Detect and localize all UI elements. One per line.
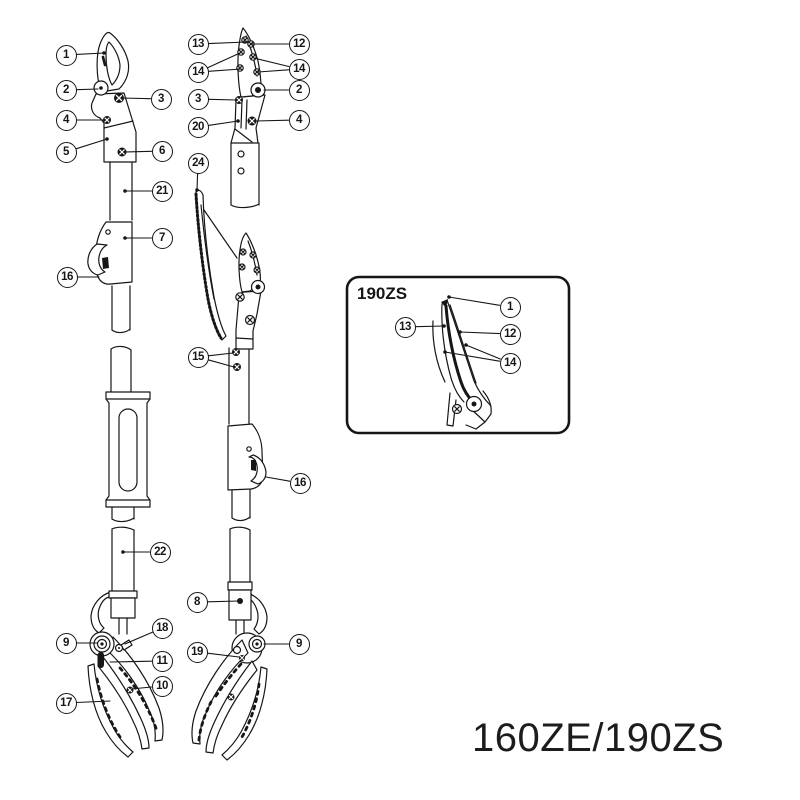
lopper-blade bbox=[96, 31, 130, 93]
saw-teeth bbox=[194, 192, 223, 340]
lock-grip bbox=[95, 221, 133, 285]
saw-head-blade bbox=[237, 27, 262, 98]
tool-left-drawing bbox=[87, 31, 164, 758]
head-bracket bbox=[90, 92, 137, 163]
saw-blade bbox=[195, 189, 227, 341]
leader-lines bbox=[75, 41, 501, 704]
pole-segment bbox=[110, 345, 132, 394]
slot-11 bbox=[97, 652, 104, 668]
pruner-blade-right bbox=[205, 660, 258, 754]
pin-8 bbox=[237, 598, 243, 604]
pole-segment bbox=[111, 506, 135, 523]
model-title: 160ZE/190ZS bbox=[472, 716, 725, 760]
handle-upper bbox=[106, 636, 164, 742]
handle-right bbox=[221, 666, 268, 761]
inset-title: 190ZS bbox=[357, 284, 408, 303]
pole-segment bbox=[111, 285, 131, 334]
handle-left bbox=[191, 639, 249, 745]
pole-segment bbox=[231, 489, 251, 522]
spring-right bbox=[243, 592, 268, 635]
pole-segment bbox=[230, 142, 260, 209]
head-screws bbox=[103, 93, 127, 157]
tool-middle-drawing bbox=[191, 27, 268, 761]
mid-blade-screws bbox=[238, 248, 261, 274]
spring bbox=[90, 591, 114, 634]
pole-segment bbox=[229, 526, 251, 583]
pole-segment-22 bbox=[111, 526, 135, 592]
pruner-blade bbox=[97, 656, 150, 750]
pole-segment bbox=[228, 347, 250, 425]
lock-lever bbox=[87, 243, 108, 276]
